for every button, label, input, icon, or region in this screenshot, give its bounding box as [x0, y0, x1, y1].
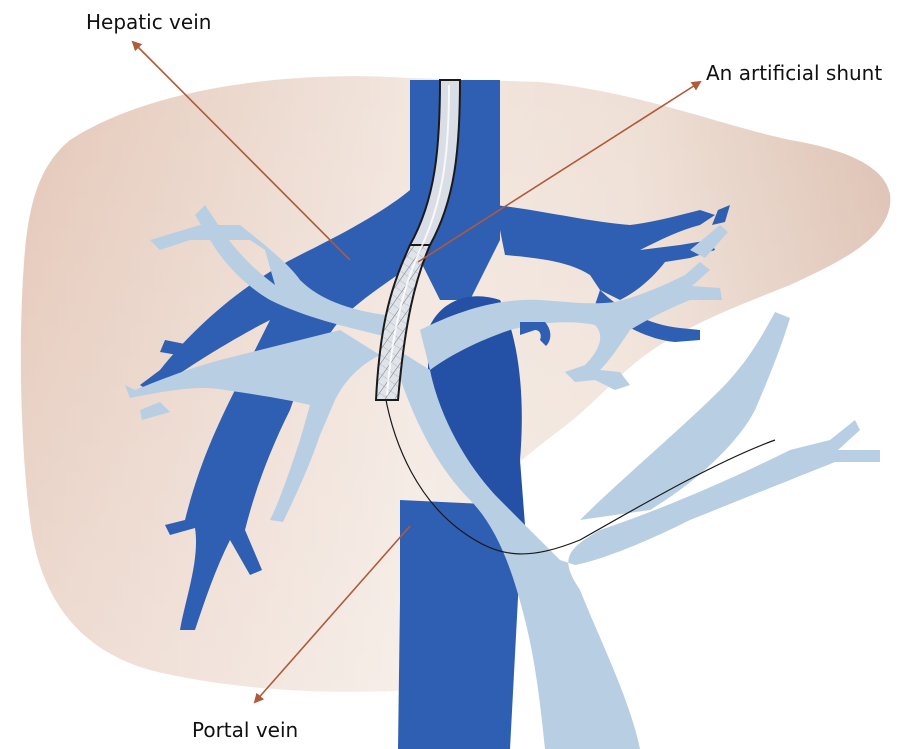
artificial-shunt-label: An artificial shunt: [706, 61, 882, 85]
portal-vein-label: Portal vein: [192, 718, 298, 742]
hepatic-vein-label: Hepatic vein: [86, 10, 211, 34]
